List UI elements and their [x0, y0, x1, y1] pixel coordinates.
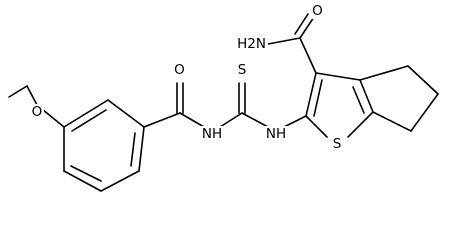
atom-benzoyl-oxygen: O [173, 62, 186, 78]
bond-benzene-inner-2 [130, 132, 136, 167]
bond-benzene-2 [107, 99, 145, 128]
atom-thiourea-nh: NH [263, 126, 289, 142]
svg-text:O: O [174, 62, 185, 78]
bond-amide-c-n [267, 37, 301, 45]
atom-labels: O H2N S O O NH NH S [30, 3, 343, 152]
bond-amide-c-o-a [299, 16, 315, 39]
bond-carbonyl-nh [179, 112, 205, 128]
bond-ring-carbonyl [143, 112, 181, 128]
svg-text:S: S [333, 136, 342, 152]
svg-text:S: S [238, 62, 247, 78]
bond-cyclopentane-2 [407, 65, 439, 95]
bond-benzene-inner-1 [71, 109, 107, 132]
bond-nh-thiophene [283, 115, 307, 128]
bond-thiophene-c6a-s [347, 111, 374, 138]
bond-thiophene-c2-c3-a [305, 72, 317, 117]
bond-thiophene-c3a-c6a-a [359, 79, 374, 113]
atom-thiocarbonyl-sulfur: S [236, 62, 248, 78]
atom-ring-sulfur: S [331, 136, 343, 152]
svg-text:NH: NH [202, 126, 222, 142]
bond-thiophene-c3a-c6a-b [352, 86, 365, 114]
bond-thiocarbonyl-nh [241, 112, 269, 128]
svg-text:O: O [32, 104, 43, 120]
svg-text:NH: NH [266, 126, 286, 142]
atom-amide-oxygen: O [311, 3, 324, 19]
bond-amide-c-o-b [294, 13, 309, 35]
bond-thiophene-c3-c3a [315, 72, 361, 81]
bond-cyclopentane-4 [372, 111, 412, 132]
svg-text:H2N: H2N [237, 36, 266, 52]
molecule-diagram: O H2N S O O NH NH S [8, 3, 439, 192]
bond-c3-amide-c [299, 37, 317, 74]
atom-ether-oxygen: O [30, 104, 44, 120]
bonds [8, 13, 439, 192]
bond-benzene-3 [138, 126, 145, 172]
bond-benzene-4 [100, 170, 140, 192]
bond-benzene-5 [63, 170, 102, 192]
bond-nh-thiocarbonyl [219, 112, 243, 128]
bond-thiophene-c2-c3-b [313, 79, 323, 117]
bond-ethyl-ch2-o [26, 85, 38, 106]
atom-amide-nh: NH [199, 126, 225, 142]
bond-thiophene-s-c2 [305, 115, 328, 138]
bond-benzene-1 [63, 99, 109, 128]
atom-amide-nitrogen: H2N [237, 36, 268, 52]
svg-text:O: O [312, 3, 323, 19]
bond-cyclopentane-1 [359, 65, 409, 81]
bond-benzene-inner-3 [70, 165, 102, 182]
bond-ethyl-ch3-ch2 [8, 85, 28, 98]
bond-cyclopentane-3 [410, 93, 439, 132]
